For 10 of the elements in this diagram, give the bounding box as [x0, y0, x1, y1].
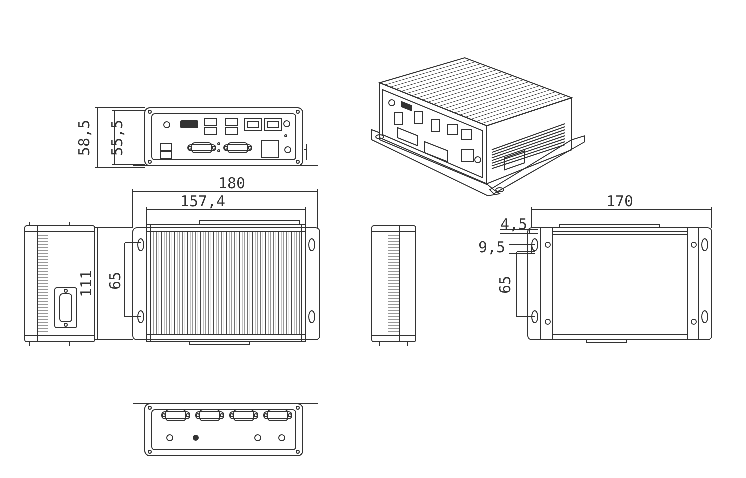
dimension-label: 65 [498, 276, 514, 294]
dimension-label: 65 [108, 272, 124, 290]
dimension-label: 111 [80, 270, 94, 298]
dimension-label: 4,5 [500, 218, 528, 232]
dimension-label: 9,5 [478, 240, 506, 256]
dimension-label: 55,5 [110, 120, 126, 156]
dimension-label: 170 [606, 194, 634, 210]
dimension-label: 180 [218, 176, 246, 192]
dimension-label: 157,4 [180, 194, 226, 210]
dimension-label: 58,5 [78, 120, 92, 156]
